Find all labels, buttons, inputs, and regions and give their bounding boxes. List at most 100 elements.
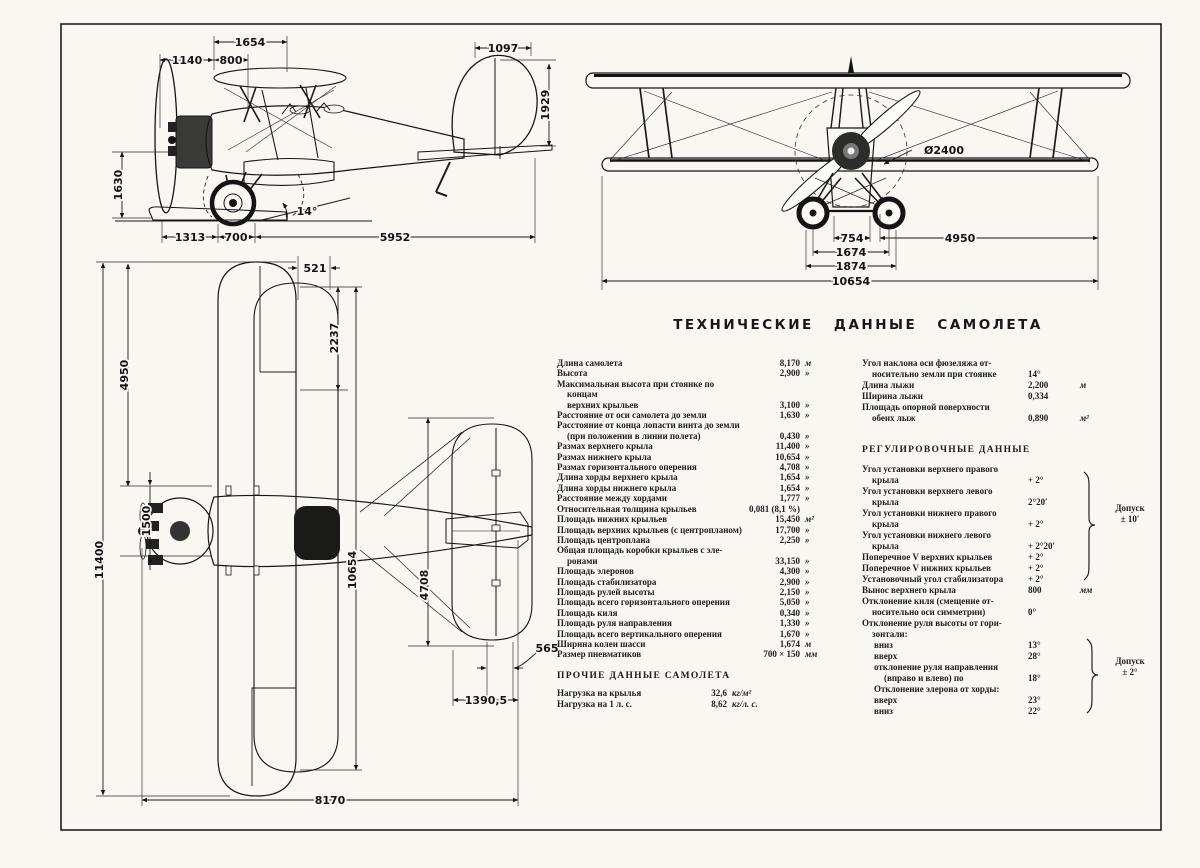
row-val: 28° — [1028, 651, 1041, 661]
row-lbl: Площадь всего вертикального оперения — [557, 628, 722, 639]
dim-label-4708: 4708 — [418, 570, 431, 601]
tolerance-label-2: Допуск ± 2° — [1102, 656, 1158, 678]
row-unit: м — [1080, 380, 1087, 390]
stabilizer-plan — [451, 423, 533, 641]
row-val: 13° — [1028, 640, 1041, 650]
ski-data-table: Угол наклона оси фюзеляжа от- носительно… — [862, 358, 1102, 424]
row-unit: м² — [1080, 413, 1089, 423]
table-row: Поперечное V нижних крыльев+ 2° — [862, 563, 1102, 574]
table-row: отклонение руля направления (вправо и вл… — [862, 662, 1102, 684]
dim-label-1674: 1674 — [836, 246, 867, 259]
fuselage-front — [826, 127, 876, 208]
row-unit: » — [805, 555, 810, 566]
row-unit: » — [805, 618, 810, 629]
row-val: 0° — [1028, 607, 1037, 617]
row-unit: » — [805, 410, 810, 421]
dim-label-1874: 1874 — [836, 260, 867, 273]
row-val: 32,6 — [711, 688, 727, 699]
row-lbl: Площадь руля направления — [557, 618, 672, 629]
row-lbl: Площадь рулей высоты — [557, 586, 655, 597]
row-unit: кг/м² — [732, 688, 752, 699]
table-row: Установочный угол стабилизатора+ 2° — [862, 574, 1102, 585]
row-unit: » — [805, 399, 810, 410]
row-lbl: Нагрузка на крылья — [557, 688, 642, 699]
row-unit: » — [805, 368, 810, 379]
row-lbl: Площадь верхних крыльев (с центропланом) — [557, 524, 742, 535]
row-val: 2,900 — [779, 576, 800, 587]
row-unit: » — [805, 576, 810, 587]
row-val: 15,450 — [775, 514, 800, 525]
regulation-header: РЕГУЛИРОВОЧНЫЕ ДАННЫЕ — [862, 445, 1031, 455]
tolerance-2-value: ± 2° — [1122, 667, 1138, 677]
table-row: Угол установки верхнего правого крыла+ 2… — [862, 464, 1102, 486]
tail-bracing-plan — [359, 431, 471, 633]
interplane-struts — [639, 87, 1063, 159]
row-unit: » — [805, 441, 810, 452]
row-val: 17,700 — [775, 524, 800, 535]
row-lbl: Ширина лыжи — [862, 391, 923, 401]
dim-label-8170: 8170 — [315, 794, 346, 807]
row-val: 2,150 — [779, 586, 800, 597]
tolerance-1-word: Допуск — [1115, 503, 1145, 513]
dim-label-565: 565 — [536, 642, 559, 655]
row-val: 1,630 — [779, 410, 800, 421]
row-val: 5,050 — [779, 597, 800, 608]
table-row: вниз 13° — [862, 640, 1102, 651]
lower-wing-plan — [253, 282, 339, 773]
row-val: 2,900 — [779, 368, 800, 379]
row-val: 0,890 — [1028, 413, 1049, 423]
row-val: 0,334 — [1028, 391, 1049, 401]
table-row: Общая площадь коробки крыльев с эле- рон… — [557, 545, 835, 566]
row-lbl: вверх — [874, 651, 898, 661]
row-lbl: вниз — [874, 640, 893, 650]
row-val: 1,654 — [779, 482, 800, 493]
table-row: вверх 28° — [862, 651, 1102, 662]
row-lbl: Размах верхнего крыла — [557, 441, 653, 452]
regulation-table: Угол установки верхнего правого крыла+ 2… — [862, 464, 1102, 717]
stabilizer — [417, 144, 553, 161]
table-row: Поперечное V верхних крыльев+ 2° — [862, 552, 1102, 563]
dim-label-521: 521 — [304, 262, 327, 275]
dim-label-10654-front: 10654 — [832, 275, 871, 288]
dim-label-800: 800 — [220, 54, 243, 67]
dim-label-4950-plan: 4950 — [118, 359, 131, 390]
row-lbl: Размах горизонтального оперения — [557, 462, 697, 473]
aileron-top — [259, 266, 296, 373]
row-unit: мм — [1080, 585, 1093, 595]
row-unit: » — [805, 534, 810, 545]
row-unit: м² — [805, 514, 814, 525]
table-row: Максимальная высота при стоянке по конца… — [557, 379, 835, 410]
cabane-struts — [239, 84, 321, 123]
row-lbl: вниз — [874, 706, 893, 716]
row-lbl: Угол наклона оси фюзеляжа от- носительно… — [862, 358, 997, 379]
row-lbl: Относительная толщина крыльев — [557, 503, 697, 514]
row-unit: м — [805, 358, 812, 368]
upper-wing-center-section — [213, 67, 347, 89]
row-unit: кг/л. с. — [732, 698, 758, 709]
table-row: Площадь верхних крыльев (с центропланом)… — [557, 525, 835, 535]
dim-label-1929: 1929 — [539, 90, 552, 121]
row-lbl: Общая площадь коробки крыльев с эле- рон… — [557, 545, 723, 566]
row-lbl: Длина хорды нижнего крыла — [557, 482, 677, 493]
table-row: Отклонение элерона от хорды: — [862, 684, 1102, 695]
dim-label-754: 754 — [841, 232, 864, 245]
table-row: Угол наклона оси фюзеляжа от- носительно… — [862, 358, 1102, 380]
row-val: 4,300 — [779, 566, 800, 577]
dim-label-4950-front: 4950 — [945, 232, 976, 245]
row-lbl: Угол установки нижнего правого крыла — [862, 508, 997, 529]
dim-label-1630: 1630 — [112, 169, 125, 200]
row-lbl: Площадь центроплана — [557, 534, 651, 545]
dim-label-11400: 11400 — [93, 541, 106, 580]
